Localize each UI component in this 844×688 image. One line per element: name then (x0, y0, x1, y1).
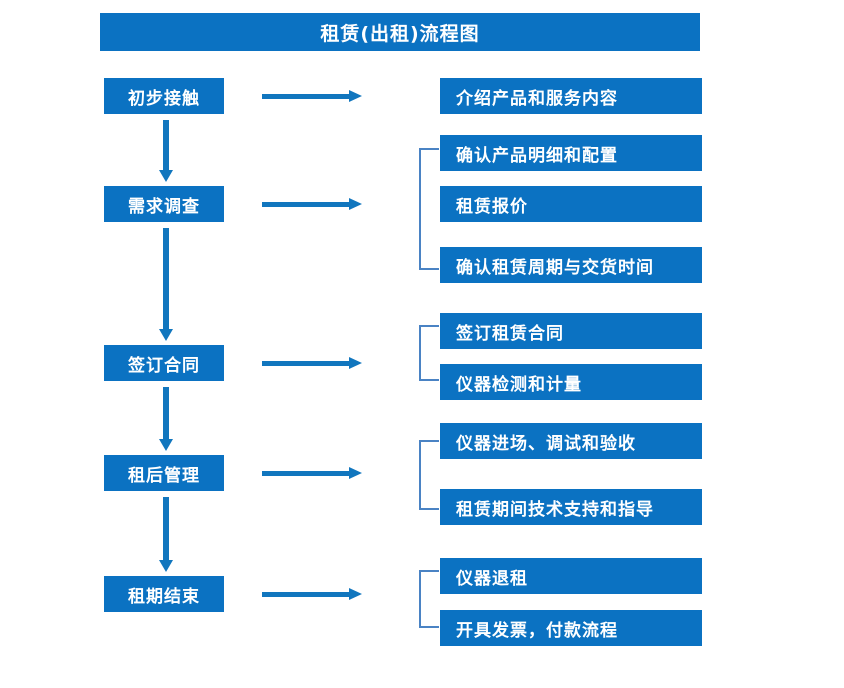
stage-box-4[interactable]: 租后管理 (104, 455, 224, 491)
arrow-shaft (262, 94, 350, 99)
arrow-shaft (163, 228, 169, 329)
arrow-shaft (262, 202, 350, 207)
detail-box-8[interactable]: 租赁期间技术支持和指导 (440, 489, 702, 525)
arrow-shaft (163, 120, 169, 170)
detail-box-4[interactable]: 确认租赁周期与交货时间 (440, 247, 702, 283)
arrow-head (159, 560, 173, 572)
detail-box-9[interactable]: 仪器退租 (440, 558, 702, 594)
vertical-arrow-1 (158, 120, 174, 182)
horizontal-arrow-5 (262, 586, 362, 602)
arrow-head (159, 170, 173, 182)
detail-box-3[interactable]: 租赁报价 (440, 186, 702, 222)
arrow-head (159, 439, 173, 451)
arrow-head (349, 90, 362, 102)
group-bracket-4 (419, 440, 439, 510)
arrow-head (349, 467, 362, 479)
detail-box-1[interactable]: 介绍产品和服务内容 (440, 78, 702, 114)
arrow-shaft (163, 497, 169, 560)
group-bracket-2 (419, 148, 439, 270)
arrow-shaft (262, 361, 350, 366)
arrow-shaft (262, 592, 350, 597)
group-bracket-5 (419, 570, 439, 628)
horizontal-arrow-1 (262, 88, 362, 104)
stage-box-5[interactable]: 租期结束 (104, 576, 224, 612)
detail-box-7[interactable]: 仪器进场、调试和验收 (440, 423, 702, 459)
stage-box-3[interactable]: 签订合同 (104, 345, 224, 381)
horizontal-arrow-3 (262, 355, 362, 371)
page-title: 租赁(出租)流程图 (100, 13, 700, 51)
arrow-shaft (262, 471, 350, 476)
arrow-head (349, 588, 362, 600)
horizontal-arrow-2 (262, 196, 362, 212)
arrow-shaft (163, 387, 169, 439)
vertical-arrow-2 (158, 228, 174, 341)
arrow-head (159, 329, 173, 341)
horizontal-arrow-4 (262, 465, 362, 481)
vertical-arrow-3 (158, 387, 174, 451)
vertical-arrow-4 (158, 497, 174, 572)
arrow-head (349, 357, 362, 369)
detail-box-6[interactable]: 仪器检测和计量 (440, 364, 702, 400)
stage-box-2[interactable]: 需求调查 (104, 186, 224, 222)
detail-box-10[interactable]: 开具发票，付款流程 (440, 610, 702, 646)
arrow-head (349, 198, 362, 210)
detail-box-5[interactable]: 签订租赁合同 (440, 313, 702, 349)
detail-box-2[interactable]: 确认产品明细和配置 (440, 135, 702, 171)
group-bracket-3 (419, 325, 439, 381)
stage-box-1[interactable]: 初步接触 (104, 78, 224, 114)
